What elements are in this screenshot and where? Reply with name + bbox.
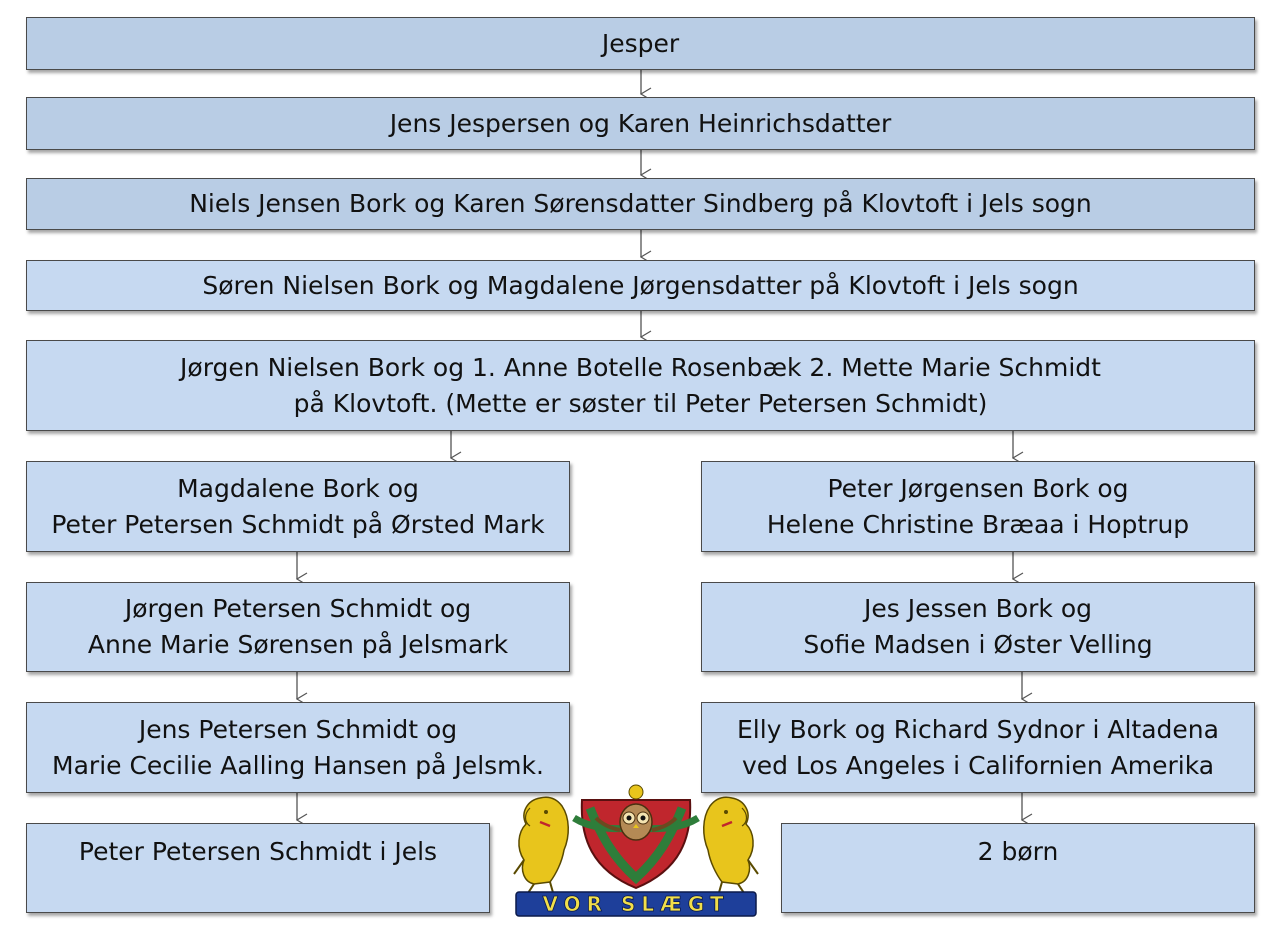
node-text-line-2: ved Los Angeles i Californien Amerika <box>741 750 1215 780</box>
node-jens-marie: Jens Petersen Schmidt og Marie Cecilie A… <box>26 702 570 793</box>
node-text-line-2: på Klovtoft. (Mette er søster til Peter … <box>293 388 988 418</box>
node-peter-helene: Peter Jørgensen Bork og Helene Christine… <box>701 461 1255 552</box>
family-crest-logo: VOR SLÆGT <box>513 784 759 917</box>
right-lion-icon <box>703 796 759 897</box>
node-elly-richard: Elly Bork og Richard Sydnor i Altadena v… <box>701 702 1255 793</box>
node-jesper: Jesper <box>26 17 1255 70</box>
node-text: Jesper <box>601 28 680 58</box>
node-text-line-2: Sofie Madsen i Øster Velling <box>803 630 1153 659</box>
node-peter-jels: Peter Petersen Schmidt i Jels <box>26 823 490 913</box>
crest-shield-icon <box>572 784 700 890</box>
node-text: 2 børn <box>977 837 1059 866</box>
node-niels-karen: Niels Jensen Bork og Karen Sørensdatter … <box>26 178 1255 230</box>
node-two-children: 2 børn <box>781 823 1255 913</box>
node-text-line-1: Magdalene Bork og <box>177 473 419 503</box>
node-jorgen-anne-mette: Jørgen Nielsen Bork og 1. Anne Botelle R… <box>26 340 1255 431</box>
node-text-line-2: Marie Cecilie Aalling Hansen på Jelsmk. <box>52 750 544 780</box>
node-text: Søren Nielsen Bork og Magdalene Jørgensd… <box>202 270 1079 300</box>
node-text-line-1: Jørgen Petersen Schmidt og <box>124 594 472 623</box>
node-jorgen-anne: Jørgen Petersen Schmidt og Anne Marie Sø… <box>26 582 570 672</box>
node-text-line-1: Jens Petersen Schmidt og <box>138 714 458 744</box>
node-text-line-2: Helene Christine Bræaa i Hoptrup <box>766 509 1190 539</box>
node-text-line-1: Peter Jørgensen Bork og <box>827 473 1129 503</box>
node-jes-sofie: Jes Jessen Bork og Sofie Madsen i Øster … <box>701 582 1255 672</box>
node-text-line-1: Elly Bork og Richard Sydnor i Altadena <box>737 714 1219 744</box>
node-text-line-1: Jørgen Nielsen Bork og 1. Anne Botelle R… <box>180 352 1101 382</box>
node-text: Niels Jensen Bork og Karen Sørensdatter … <box>189 189 1092 218</box>
left-lion-icon <box>513 796 569 897</box>
crest-banner-text: VOR SLÆGT <box>542 892 729 916</box>
node-text: Peter Petersen Schmidt i Jels <box>78 837 438 866</box>
node-jens-karen: Jens Jespersen og Karen Heinrichsdatter <box>26 97 1255 150</box>
node-magdalene-peter: Magdalene Bork og Peter Petersen Schmidt… <box>26 461 570 552</box>
node-text-line-1: Jes Jessen Bork og <box>863 594 1092 623</box>
node-text-line-2: Anne Marie Sørensen på Jelsmark <box>87 630 509 659</box>
crest-banner: VOR SLÆGT <box>515 891 757 917</box>
node-soren-magdalene: Søren Nielsen Bork og Magdalene Jørgensd… <box>26 260 1255 311</box>
owl-icon <box>594 803 678 841</box>
node-text: Jens Jespersen og Karen Heinrichsdatter <box>389 108 892 138</box>
node-text-line-2: Peter Petersen Schmidt på Ørsted Mark <box>51 509 545 539</box>
